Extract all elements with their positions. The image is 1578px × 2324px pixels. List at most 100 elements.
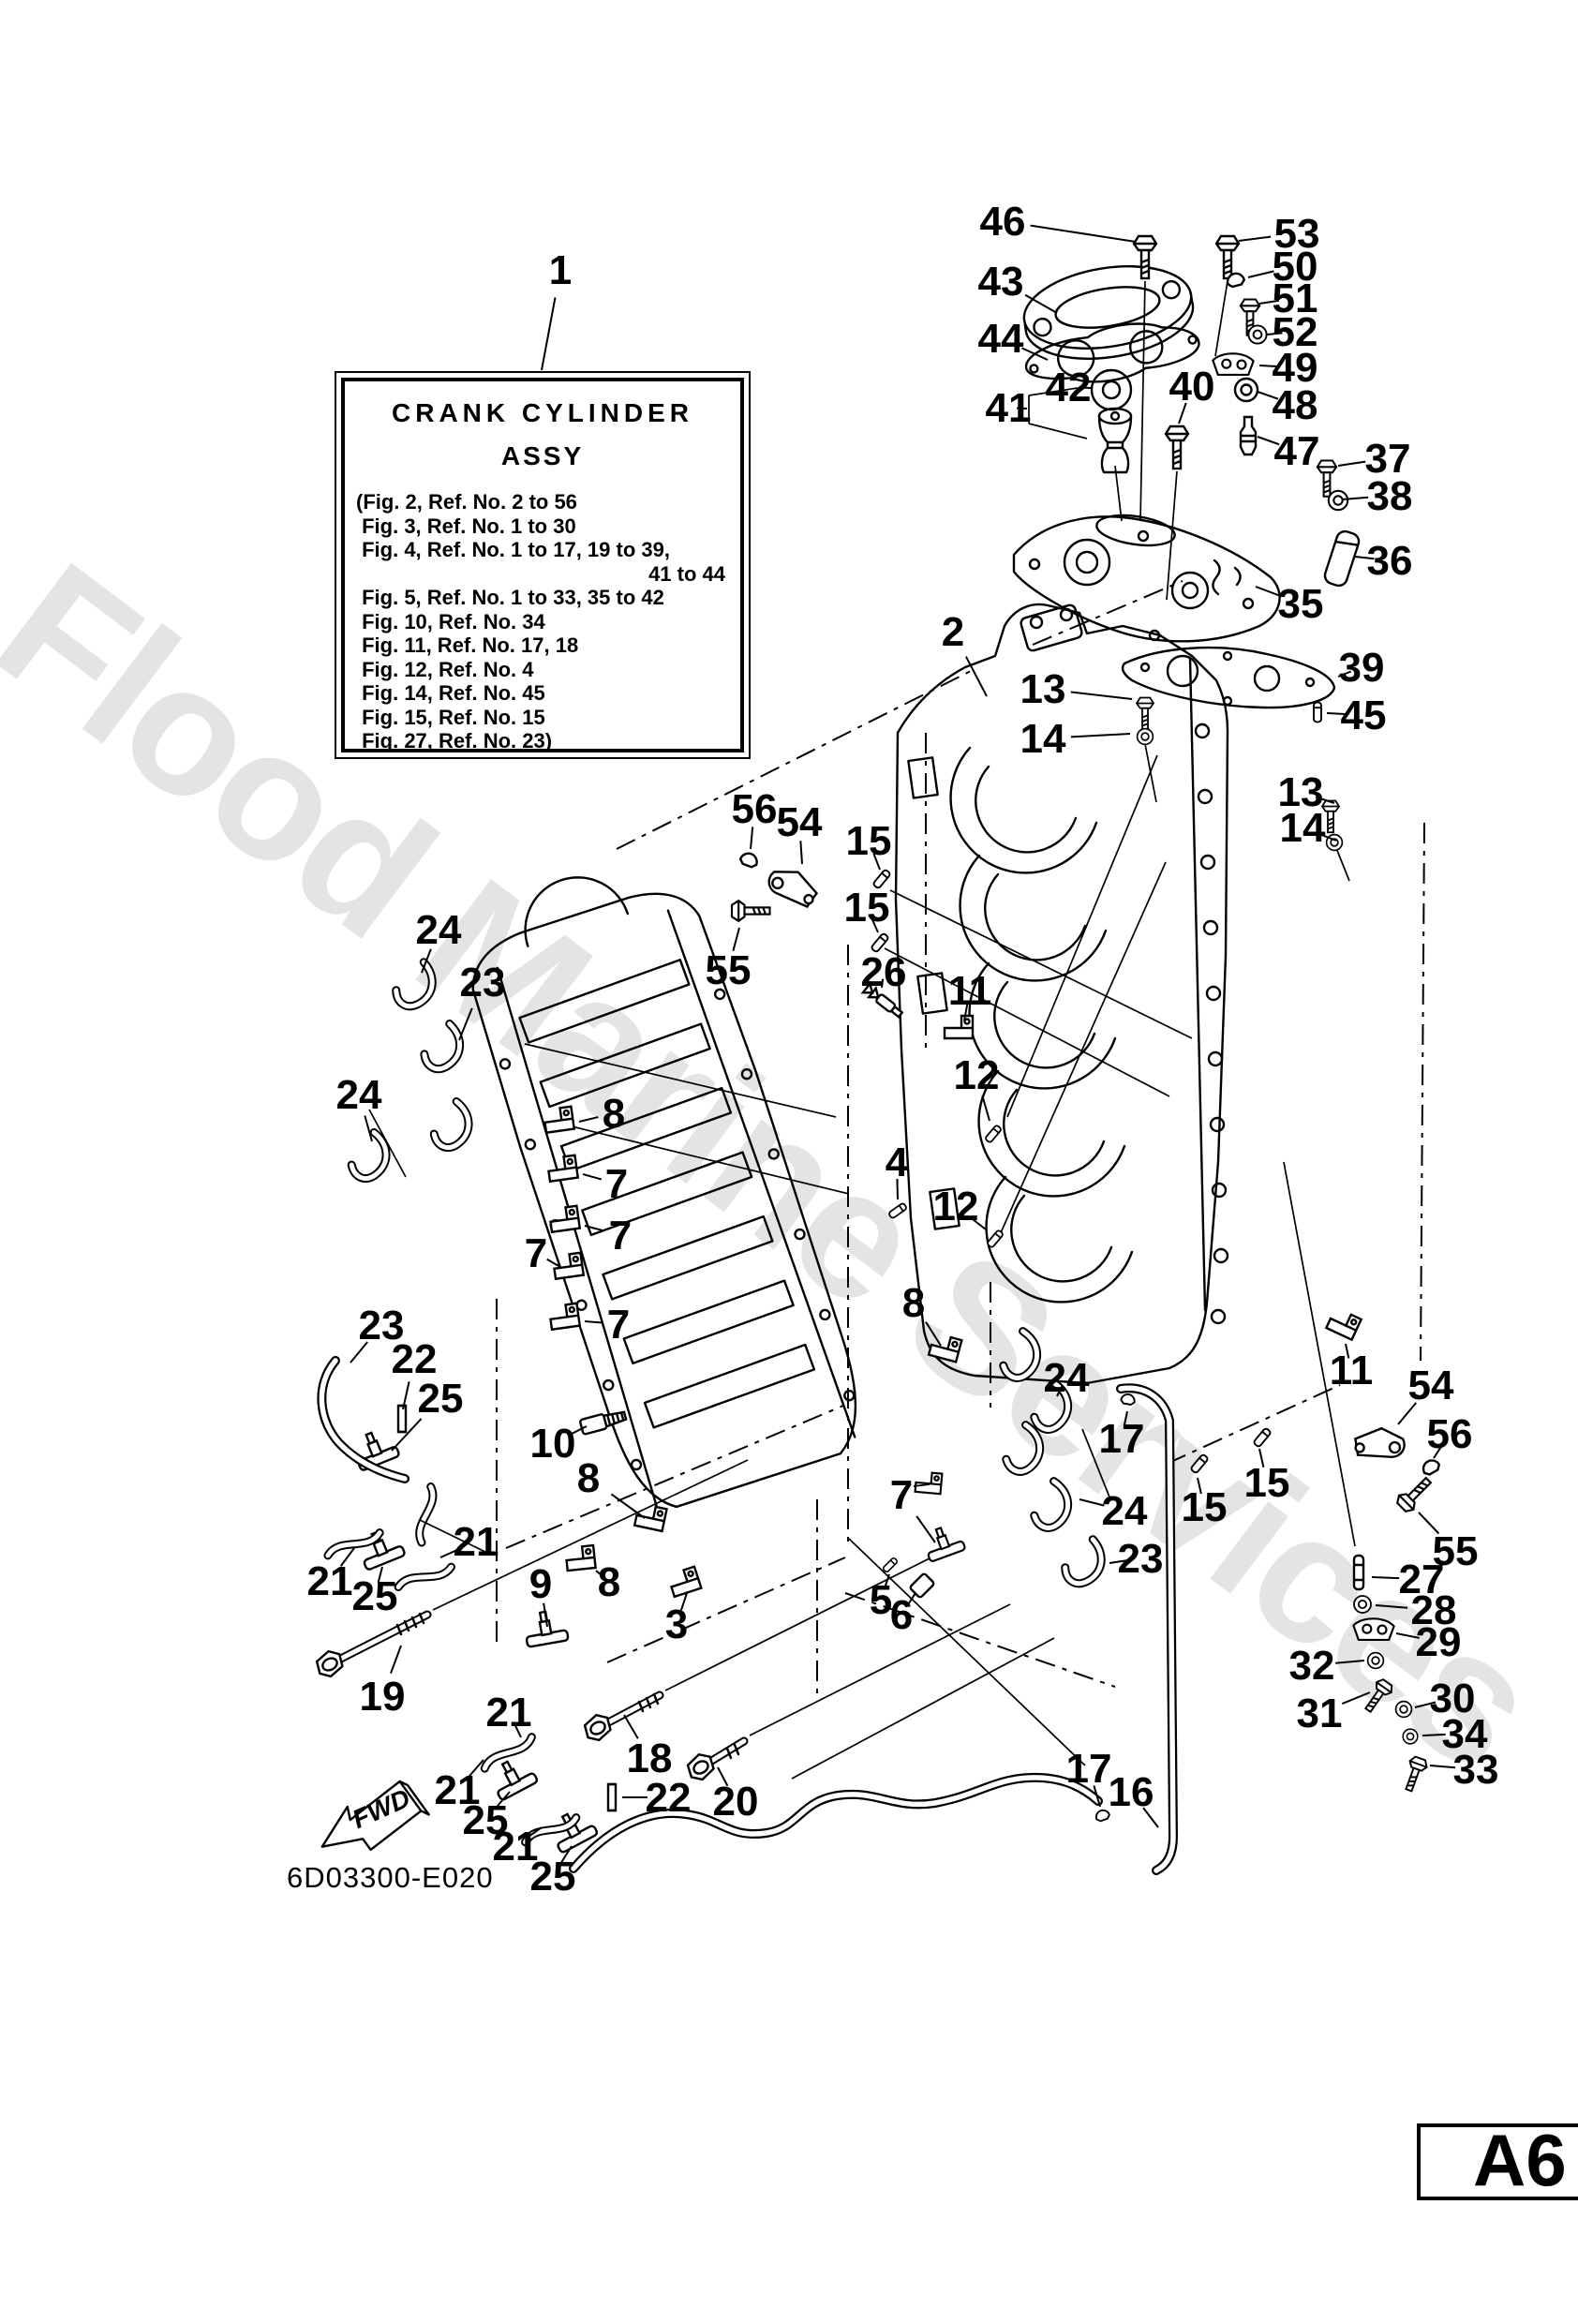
bolt-icon — [1214, 234, 1241, 280]
callout-leader-line — [1371, 1576, 1400, 1580]
callout-label-31: 31 — [1297, 1691, 1343, 1736]
callout-leader-line — [1266, 332, 1283, 335]
washer-icon — [1394, 1700, 1413, 1719]
callout-label-7: 7 — [525, 1230, 547, 1276]
callout-leader-line — [964, 656, 988, 697]
callout-label-7: 7 — [890, 1472, 913, 1518]
callout-leader-line — [567, 1425, 588, 1437]
callout-label-7: 7 — [609, 1213, 632, 1259]
callout-label-25: 25 — [352, 1573, 398, 1619]
washer-icon — [1247, 324, 1268, 345]
callout-label-8: 8 — [603, 1091, 625, 1137]
washer-icon — [1402, 1728, 1419, 1745]
callout-label-33: 33 — [1453, 1747, 1499, 1793]
elbow-fitting-icon — [547, 1204, 581, 1233]
long-hose-21-25-assembly — [569, 1772, 1103, 1873]
anode-block-icon — [1321, 528, 1362, 589]
callout-label-37: 37 — [1365, 436, 1411, 482]
clip-icon — [1419, 1455, 1442, 1478]
callout-label-23: 23 — [359, 1303, 405, 1348]
callout-leader-line — [391, 1418, 423, 1452]
callout-label-7: 7 — [607, 1302, 630, 1348]
figure-reference-list: (Fig. 2, Ref. No. 2 to 56 Fig. 3, Ref. N… — [345, 490, 740, 753]
collar-icon — [908, 1572, 936, 1600]
callout-label-20: 20 — [713, 1779, 759, 1825]
callout-leader-line — [963, 1004, 969, 1021]
hose-icon — [416, 1487, 436, 1543]
callout-leader-line — [1070, 733, 1131, 738]
title-ref-line: Fig. 12, Ref. No. 4 — [356, 657, 534, 681]
callout-label-21: 21 — [435, 1767, 481, 1813]
callout-label-18: 18 — [627, 1736, 673, 1781]
callout-label-56: 56 — [732, 786, 778, 832]
lever-icon — [764, 865, 822, 910]
callout-label-15: 15 — [1244, 1460, 1290, 1506]
hose-23 — [317, 1356, 409, 1483]
callout-leader-line — [1345, 1343, 1350, 1359]
anode-41-drawing — [1097, 407, 1133, 474]
callout-leader-line — [680, 1592, 688, 1611]
gasket-39-drawing — [1121, 646, 1336, 709]
hose-icon — [424, 1100, 477, 1153]
callout-leader-line — [468, 1759, 484, 1778]
elbow-fitting-icon — [547, 1302, 581, 1331]
callout-leader-line — [1093, 1785, 1101, 1808]
callout-label-52: 52 — [1273, 309, 1318, 355]
crankcase-half-drawing — [894, 603, 1229, 1385]
callout-label-15: 15 — [846, 818, 892, 864]
callout-leader-line — [732, 927, 740, 952]
tee-fitting-icon — [919, 1521, 967, 1563]
dowel-pin-icon — [1313, 701, 1322, 723]
callout-label-2: 2 — [942, 609, 964, 655]
hose-icon — [397, 1567, 454, 1587]
callout-leader-line — [513, 1722, 522, 1738]
callout-label-13: 13 — [1020, 666, 1066, 712]
callout-leader-line — [1178, 402, 1187, 425]
elbow-fitting-icon — [914, 1470, 944, 1496]
callout-leader-line — [495, 1791, 511, 1809]
callout-label-24: 24 — [416, 907, 462, 953]
callout-leader-line — [750, 827, 754, 850]
leader-brackets — [368, 387, 1111, 1555]
callout-leader-line — [439, 1547, 461, 1558]
title-ref-line: Fig. 5, Ref. No. 1 to 33, 35 to 42 — [356, 586, 664, 609]
callout-label-9: 9 — [529, 1561, 552, 1607]
callout-leader-line — [595, 1570, 604, 1578]
callout-leader-line — [1021, 347, 1049, 361]
callout-leader-line — [390, 1645, 402, 1675]
elbow-fitting-icon — [943, 1014, 975, 1040]
clip-icon — [737, 850, 761, 870]
callout-leader-line — [1142, 1807, 1159, 1828]
callout-leader-line — [1337, 670, 1352, 678]
title-ref-line: Fig. 14, Ref. No. 45 — [356, 681, 545, 705]
small-parts — [311, 234, 1442, 1875]
washer-icon — [1353, 1595, 1372, 1614]
callout-label-8: 8 — [577, 1455, 600, 1501]
callout-label-41: 41 — [986, 385, 1032, 431]
elbow-fitting-icon — [1325, 1306, 1362, 1341]
callout-label-24: 24 — [1044, 1355, 1090, 1401]
fwd-label: FWD — [348, 1783, 414, 1834]
callout-leader-line — [1418, 1512, 1440, 1535]
callout-leader-line — [458, 1007, 473, 1041]
elbow-fitting-icon — [564, 1543, 597, 1572]
callout-label-12: 12 — [933, 1184, 979, 1229]
callout-leader-line — [623, 1714, 639, 1739]
elbow-fitting-icon — [666, 1565, 703, 1599]
manifold-plate-drawing — [1012, 514, 1281, 643]
callout-leader-line — [1197, 1477, 1202, 1495]
long-bolt-19 — [311, 1610, 432, 1682]
elbow-fitting-icon — [545, 1154, 579, 1183]
callout-label-35: 35 — [1278, 581, 1324, 627]
title-ref-line: Fig. 15, Ref. No. 15 — [356, 705, 545, 729]
callout-leader-line — [1375, 1604, 1408, 1609]
washer-icon — [1366, 1651, 1385, 1670]
callout-leader-line — [1109, 1559, 1127, 1564]
callout-label-25: 25 — [418, 1376, 464, 1422]
callout-label-8: 8 — [598, 1559, 620, 1605]
callout-leader-line — [584, 1225, 605, 1232]
callout-label-55: 55 — [1433, 1528, 1479, 1574]
callout-label-6: 6 — [890, 1592, 913, 1638]
joint-pipe-icon — [606, 1782, 618, 1812]
